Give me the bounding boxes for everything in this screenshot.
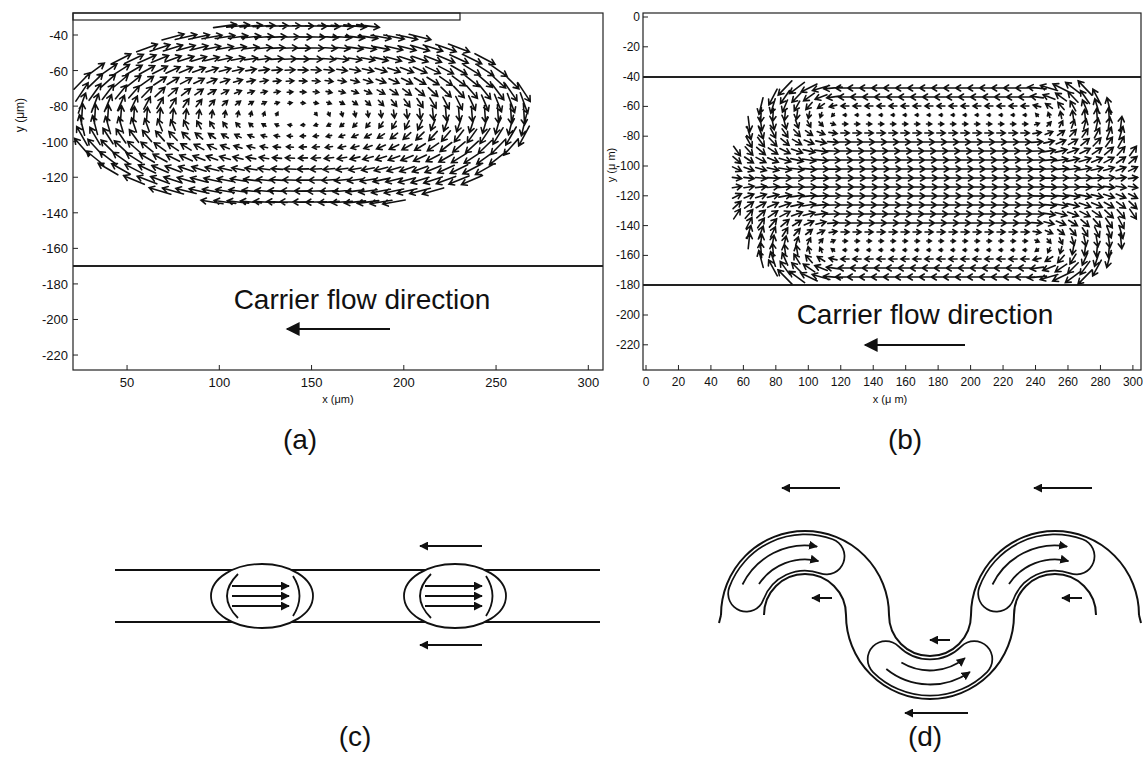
panel-b-frame: [643, 13, 1141, 370]
annotation: Carrier flow direction: [797, 301, 1054, 329]
tick-label: -100: [42, 135, 68, 148]
tick-label: 50: [120, 376, 134, 389]
tick-label: -60: [49, 64, 68, 77]
tick-label: 180: [928, 376, 948, 388]
tick-label: 150: [301, 376, 323, 389]
tick-label: 60: [737, 376, 750, 388]
tick-label: 240: [1026, 376, 1046, 388]
tick-label: 120: [831, 376, 851, 388]
droplets: [211, 564, 506, 628]
velocity-vectors: [74, 22, 530, 206]
axis-label: x (μ m): [873, 394, 907, 405]
flow-arrow: [865, 344, 965, 346]
tick-label: 200: [393, 376, 415, 389]
tick-label: 300: [1123, 376, 1143, 388]
tick-label: -80: [623, 130, 640, 142]
tick-label: -160: [616, 249, 640, 261]
tick-label: -40: [49, 29, 68, 42]
tick-label: -220: [616, 339, 640, 351]
tick-label: 280: [1090, 376, 1110, 388]
tick-label: 220: [993, 376, 1013, 388]
tick-label: -100: [616, 160, 640, 172]
axis-ticks: [643, 17, 1133, 370]
tick-label: -120: [42, 171, 68, 184]
tick-label: -180: [616, 279, 640, 291]
axis-label: y (μ m): [606, 148, 617, 182]
tick-label: -140: [42, 206, 68, 219]
tick-label: -120: [616, 190, 640, 202]
tick-label: 80: [769, 376, 782, 388]
tick-label: -220: [42, 349, 68, 362]
panel-label: (b): [888, 426, 922, 454]
panel-label: (d): [908, 723, 942, 751]
tick-label: -200: [42, 313, 68, 326]
flow-arrows: [782, 488, 1092, 713]
tick-label: 260: [1058, 376, 1078, 388]
tick-label: -180: [42, 277, 68, 290]
panel-a-frame: [73, 13, 603, 370]
tick-label: 40: [704, 376, 717, 388]
tick-label: 250: [485, 376, 507, 389]
tick-label: -60: [623, 100, 640, 112]
straight-channel: [115, 570, 600, 622]
tick-label: 100: [798, 376, 818, 388]
flow-arrow: [287, 328, 390, 330]
axis-label: x (μm): [322, 394, 353, 405]
annotation: Carrier flow direction: [234, 286, 491, 314]
tick-label: 100: [208, 376, 230, 389]
tick-label: 300: [577, 376, 599, 389]
tick-label: -140: [616, 220, 640, 232]
tick-label: -200: [616, 309, 640, 321]
serpentine-channel: [719, 531, 1141, 699]
tick-label: 0: [643, 376, 650, 388]
tick-label: 0: [633, 11, 640, 23]
panel-label: (c): [339, 723, 372, 751]
tick-label: 20: [672, 376, 685, 388]
tick-label: -40: [623, 71, 640, 83]
tick-label: 200: [961, 376, 981, 388]
flow-arrow: [420, 644, 482, 646]
tick-label: -80: [49, 100, 68, 113]
tick-label: 140: [863, 376, 883, 388]
panel-label: (a): [283, 426, 317, 454]
velocity-vectors: [732, 81, 1137, 284]
tick-label: -20: [623, 41, 640, 53]
flow-arrow: [420, 545, 482, 547]
tick-label: -160: [42, 242, 68, 255]
axis-label: y (μm): [14, 98, 26, 132]
droplets: [743, 546, 1077, 685]
tick-label: 160: [896, 376, 916, 388]
